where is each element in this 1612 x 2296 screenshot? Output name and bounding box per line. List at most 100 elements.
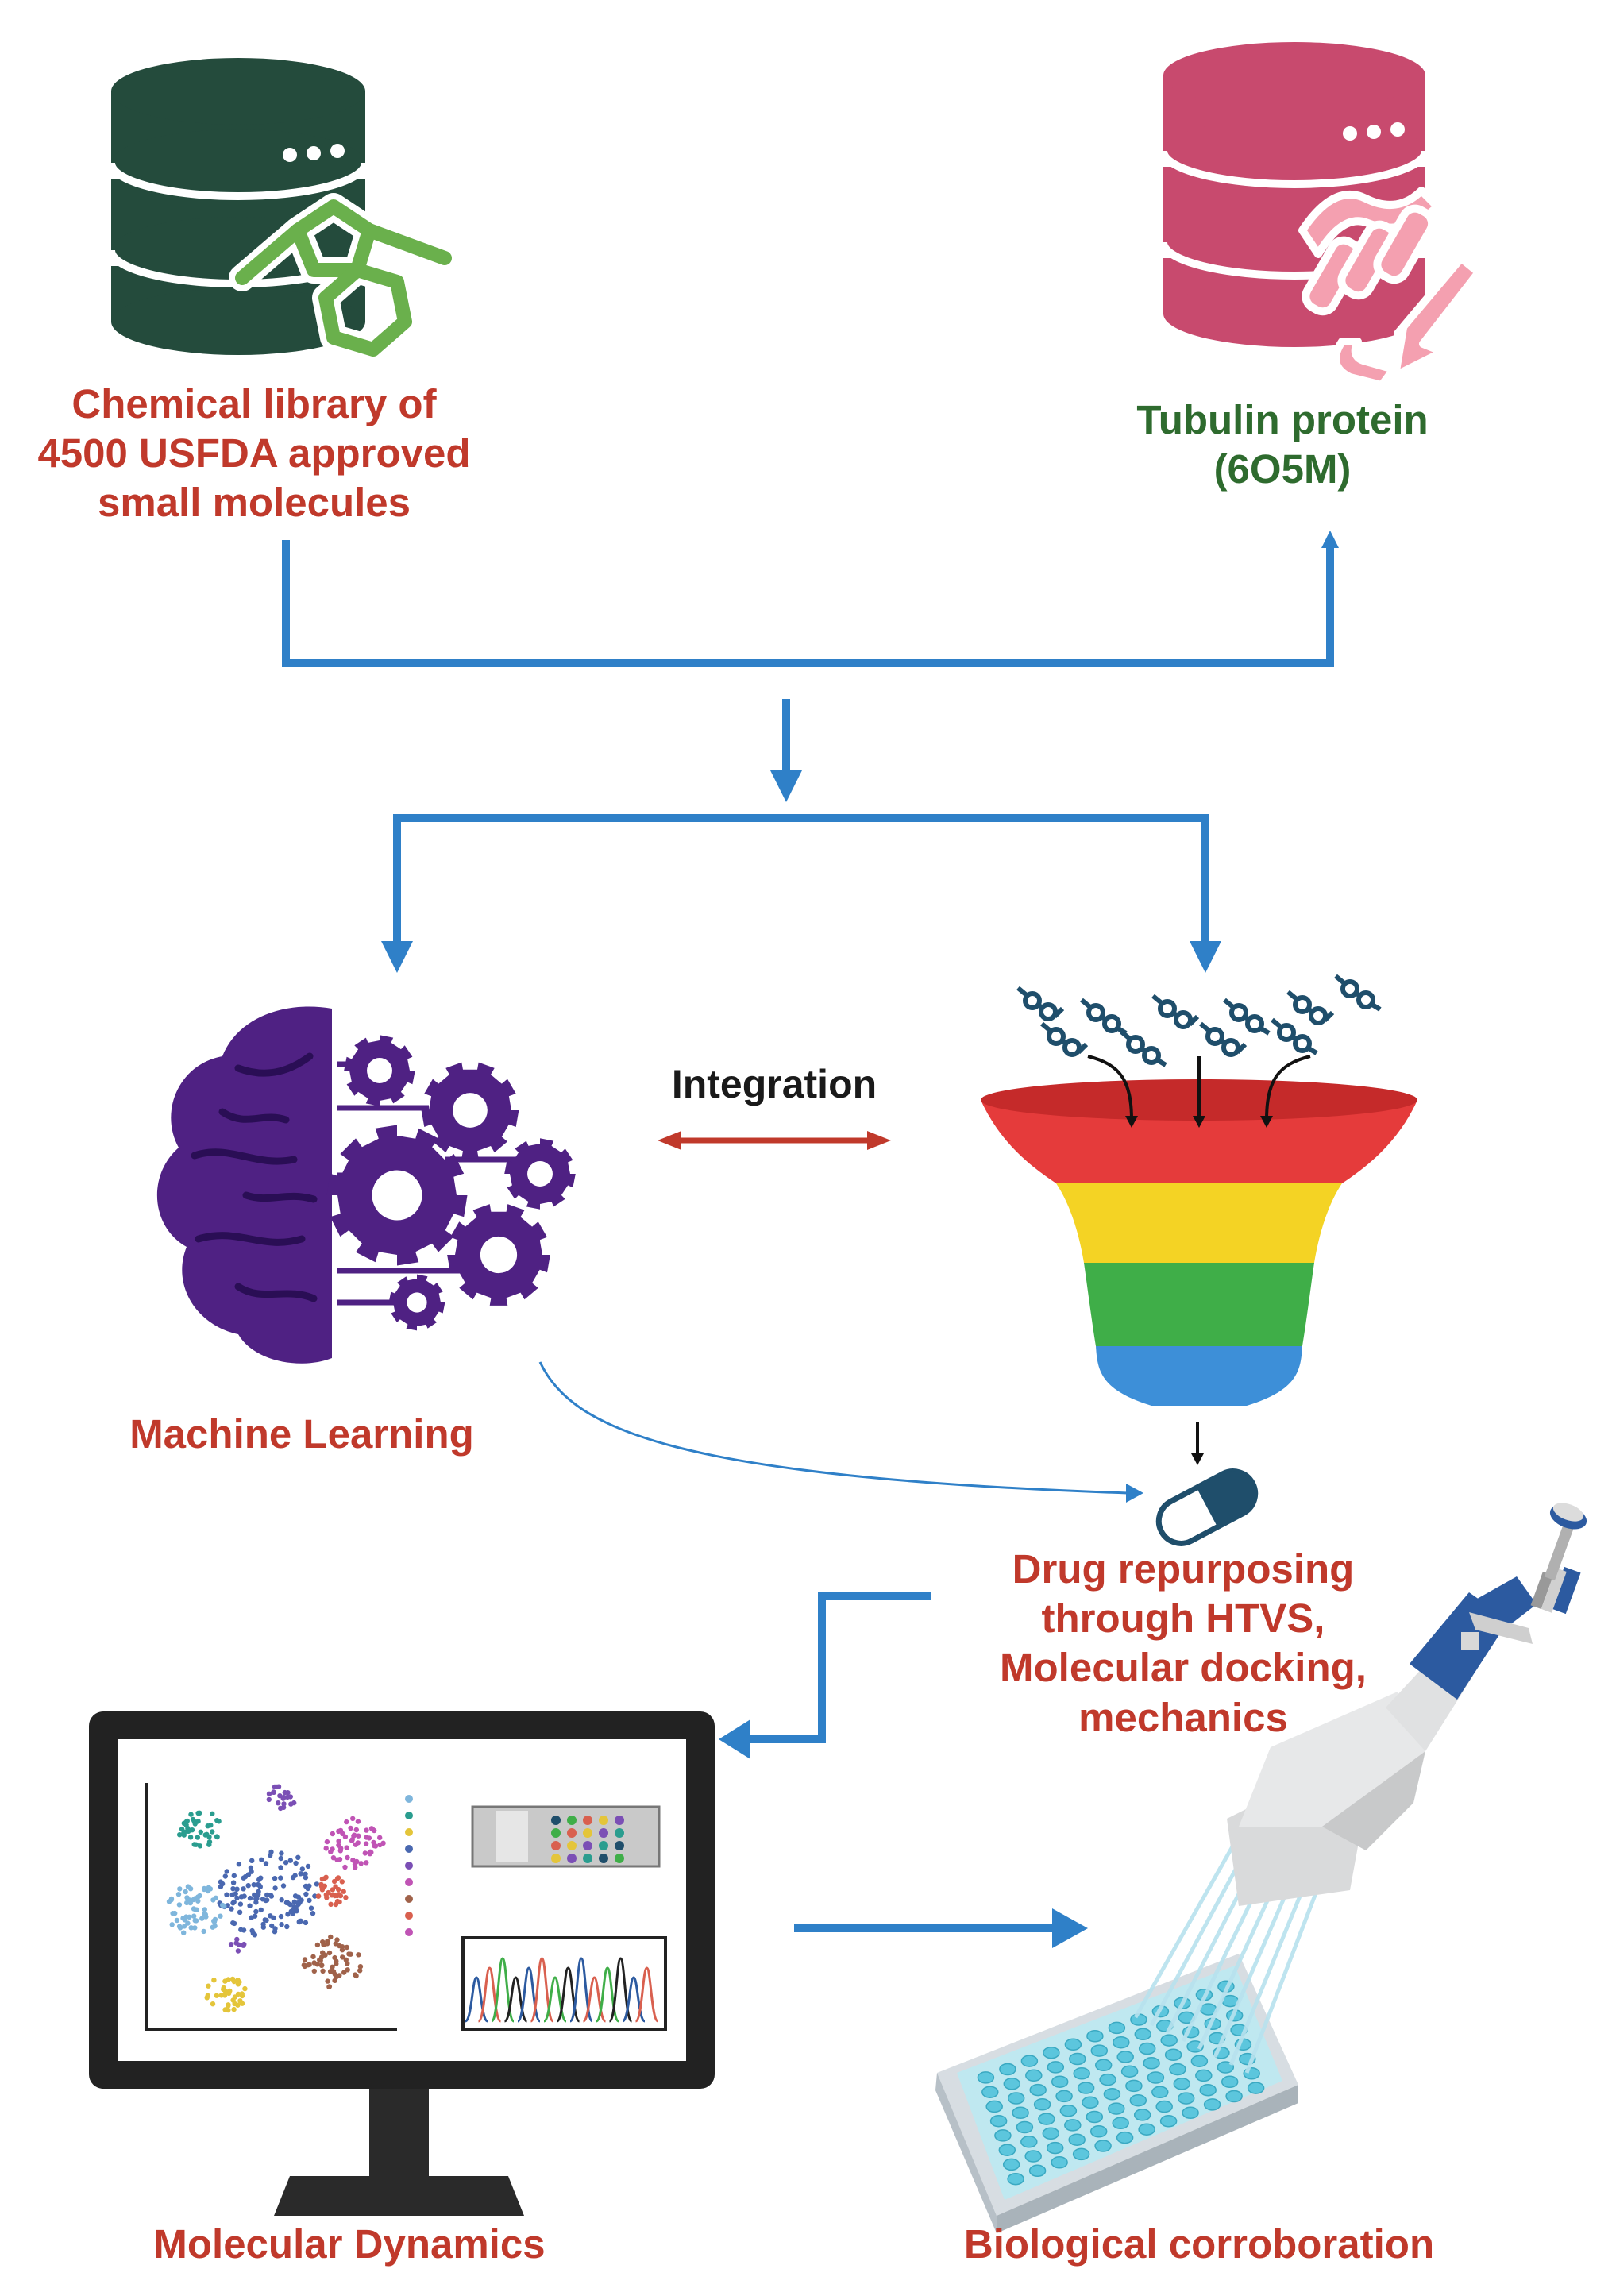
scatter-dot bbox=[268, 1913, 273, 1919]
plate-well bbox=[1025, 2069, 1043, 2082]
gear-icon bbox=[326, 1125, 468, 1266]
scatter-dot bbox=[222, 1873, 228, 1879]
scatter-dot bbox=[203, 1914, 209, 1920]
scatter-dot bbox=[336, 1838, 341, 1844]
scatter-dot bbox=[337, 1899, 342, 1905]
scatter-dot bbox=[323, 1874, 329, 1880]
scatter-dot bbox=[187, 1835, 194, 1840]
scatter-dot bbox=[353, 1827, 359, 1833]
scatter-dot bbox=[232, 2001, 237, 2007]
scatter-dot bbox=[337, 1857, 343, 1862]
plate-well bbox=[1129, 2093, 1147, 2107]
scatter-dot bbox=[324, 1839, 330, 1845]
scatter-dot bbox=[337, 1848, 343, 1854]
plate-well bbox=[1072, 2147, 1090, 2161]
scatter-dot bbox=[251, 1882, 256, 1888]
chromatogram-peak bbox=[634, 1966, 659, 2023]
scatter-dot bbox=[345, 1854, 350, 1861]
scatter-dot bbox=[211, 1978, 217, 1983]
plate-well bbox=[1020, 2055, 1039, 2067]
scatter-dot bbox=[249, 1858, 255, 1863]
database-protein-icon bbox=[1159, 42, 1483, 389]
plate-well bbox=[1069, 2052, 1086, 2066]
scatter-dot bbox=[342, 1834, 349, 1839]
scatter-dot bbox=[285, 1912, 291, 1917]
scatter-dot bbox=[202, 1832, 208, 1838]
scatter-dot bbox=[344, 1944, 349, 1951]
gel-dot bbox=[567, 1828, 577, 1838]
plate-well bbox=[977, 2071, 995, 2084]
scatter-dot bbox=[278, 1875, 283, 1881]
scatter-dot bbox=[187, 1914, 192, 1920]
scatter-dot bbox=[333, 1941, 338, 1947]
chemical-library-line-2: 4500 USFDA approved bbox=[37, 430, 471, 477]
scatter-dot bbox=[238, 1927, 244, 1932]
scatter-dot bbox=[237, 1901, 244, 1907]
scatter-dot bbox=[346, 1951, 352, 1957]
scatter-dot bbox=[334, 1937, 340, 1943]
scatter-dot bbox=[266, 1796, 272, 1803]
scatter-dot bbox=[174, 1917, 180, 1924]
gel-dot bbox=[551, 1841, 561, 1850]
scatter-dot bbox=[278, 1855, 283, 1862]
scatter-dot bbox=[272, 1784, 278, 1790]
gel-dot bbox=[551, 1816, 561, 1825]
molecule-icon bbox=[1080, 998, 1128, 1036]
gel-dot bbox=[599, 1828, 608, 1838]
scatter-dot bbox=[184, 1900, 190, 1906]
scatter-dot bbox=[192, 1925, 198, 1931]
gel-dot bbox=[551, 1854, 561, 1863]
plate-well bbox=[1051, 2156, 1068, 2169]
legend-dot bbox=[405, 1928, 413, 1936]
scatter-dot bbox=[184, 1818, 190, 1824]
plate-well bbox=[1038, 2113, 1055, 2125]
scatter-dot bbox=[344, 1845, 349, 1850]
scatter-dot bbox=[241, 1886, 246, 1892]
plate-well bbox=[1134, 2028, 1152, 2041]
scatter-dot bbox=[235, 1978, 241, 1983]
scatter-dot bbox=[342, 1864, 348, 1870]
plate-well bbox=[998, 2144, 1016, 2156]
scatter-dot bbox=[245, 1872, 252, 1877]
gel-dot bbox=[567, 1816, 577, 1825]
scatter-dot bbox=[207, 1886, 214, 1892]
scatter-dot bbox=[330, 1964, 335, 1970]
scatter-dot bbox=[218, 1879, 224, 1885]
scatter-dot bbox=[187, 1886, 194, 1892]
scatter-dot bbox=[199, 1916, 205, 1921]
plate-well bbox=[1217, 2061, 1235, 2074]
scatter-dot bbox=[197, 1843, 203, 1849]
drug-repurposing-line-4: mechanics bbox=[1078, 1694, 1288, 1740]
plate-well bbox=[1203, 2098, 1221, 2111]
molecule-icon bbox=[1334, 974, 1382, 1012]
scatter-dot bbox=[247, 1903, 253, 1908]
scatter-dot bbox=[169, 1922, 175, 1927]
molecule-icon bbox=[1040, 1021, 1089, 1057]
plate-well bbox=[1190, 2055, 1209, 2067]
scatter-dot bbox=[175, 1892, 182, 1897]
scatter-dot bbox=[345, 1961, 350, 1966]
plate-well bbox=[1055, 2090, 1073, 2103]
merge-connector bbox=[282, 540, 1334, 973]
plate-well bbox=[1094, 2059, 1113, 2072]
scatter-dot bbox=[343, 1895, 349, 1900]
scatter-dot bbox=[334, 1958, 339, 1964]
scatter-dot bbox=[193, 1842, 199, 1847]
scatter-dot bbox=[185, 1920, 191, 1926]
scatter-dot bbox=[348, 1825, 353, 1831]
scatter-dot bbox=[241, 1941, 247, 1947]
legend-dot bbox=[405, 1845, 413, 1853]
scatter-dot bbox=[256, 1889, 261, 1894]
scatter-dot bbox=[328, 1934, 334, 1940]
scatter-dot bbox=[312, 1893, 318, 1899]
plate-well bbox=[1086, 2110, 1104, 2124]
scatter-dot bbox=[310, 1911, 316, 1916]
scatter-dot bbox=[257, 1884, 263, 1889]
molecule-icon bbox=[1016, 986, 1065, 1021]
scatter-dot bbox=[168, 1897, 174, 1903]
scatter-dot bbox=[324, 1895, 330, 1900]
scatter-dot bbox=[276, 1800, 281, 1806]
scatter-dot bbox=[239, 1991, 245, 1997]
double-arrow-icon bbox=[658, 1131, 891, 1150]
